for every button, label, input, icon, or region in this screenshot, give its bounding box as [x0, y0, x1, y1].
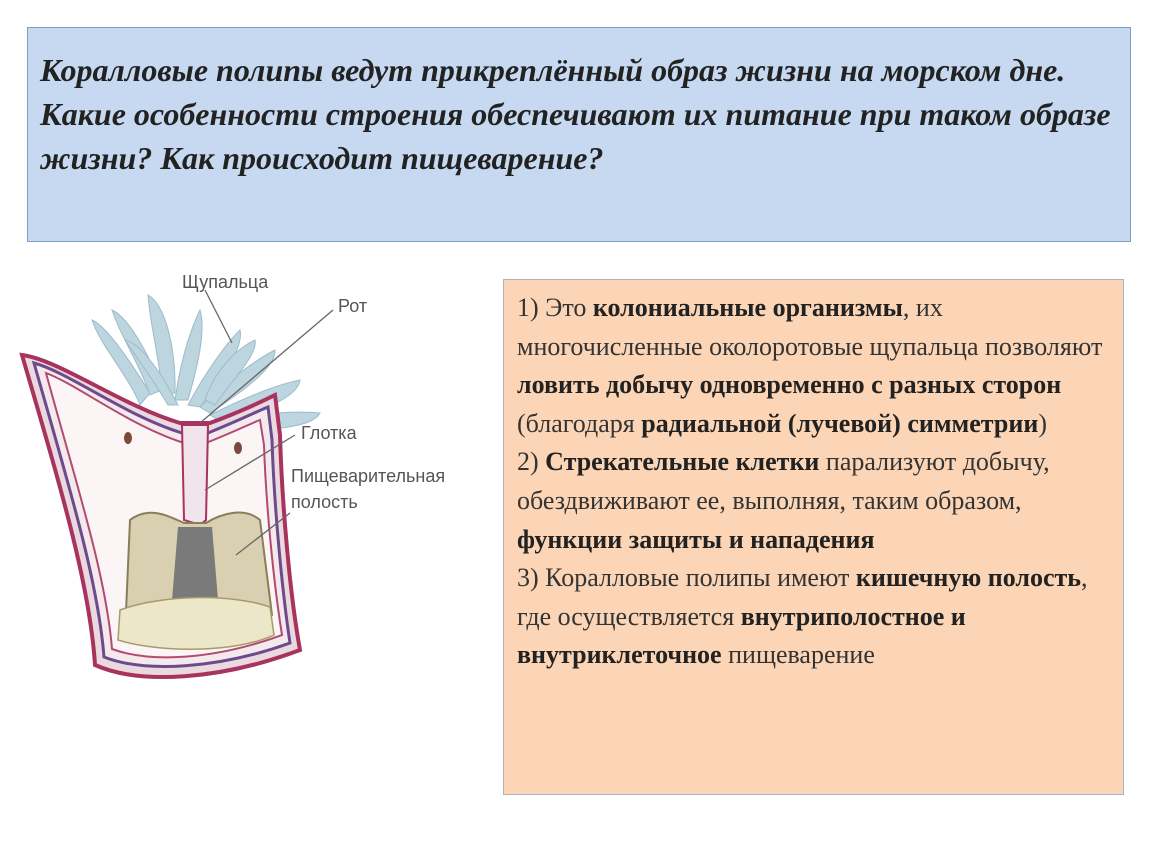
answer-2-bold-a: Стрекательные клетки [545, 447, 820, 477]
answer-1-number: 1) [517, 293, 546, 322]
answer-1-text-a: Это [545, 293, 593, 322]
question-box: Коралловые полипы ведут прикреплённый об… [27, 27, 1131, 242]
answer-1-bold-c: радиальной (лучевой) симметрии [641, 408, 1039, 438]
answer-box: 1) Это колониальные организмы, их многоч… [503, 279, 1124, 795]
label-mouth: Рот [338, 296, 367, 316]
cavity-leader [235, 512, 291, 556]
answer-3-number: 3) [517, 563, 546, 593]
pharynx-leader [204, 434, 296, 491]
answer-1-text-d: ) [1038, 408, 1047, 438]
answer-1-bold-b: ловить добычу одновременно с разных стор… [517, 370, 1062, 400]
answer-3-bold-b: внутриполостное и внутриклеточное [517, 601, 966, 670]
answer-3-text-b: , где осуществляется [517, 563, 1088, 631]
answer-1-text-b: , их многочисленные околоротовые щупальц… [517, 293, 1103, 361]
label-pharynx: Глотка [301, 423, 358, 443]
answer-3-text-c: пищеварение [721, 640, 875, 670]
label-cavity-line1: Пищеварительная [291, 466, 445, 486]
answer-2-bold-b: функции защиты и нападения [517, 524, 875, 554]
cavity-center-shape [172, 527, 218, 600]
mouth-leader [199, 309, 334, 424]
cavity-floor-shape [117, 596, 275, 650]
polyp-diagram: Щупальца Рот Глотка Пищеварительная поло… [0, 255, 500, 715]
pore-left [124, 432, 132, 444]
polyp-diagram-svg: Щупальца Рот Глотка Пищеварительная поло… [19, 272, 445, 679]
tentacles-leader [204, 289, 233, 344]
answer-2-number: 2) [517, 447, 546, 477]
pore-right [234, 442, 242, 454]
answer-3-text-a: Коралловые полипы имеют [545, 563, 856, 593]
answer-text: 1) Это колониальные организмы, их многоч… [517, 289, 1117, 675]
pharynx-shape [180, 424, 210, 527]
question-text: Коралловые полипы ведут прикреплённый об… [40, 52, 1111, 176]
answer-1-bold-a: колониальные организмы [592, 293, 903, 322]
label-cavity-line2: полость [291, 492, 358, 512]
answer-1-text-c: (благодаря [517, 408, 642, 438]
tentacles-shape [91, 294, 321, 432]
label-tentacles: Щупальца [182, 272, 269, 292]
answer-2-text-a: парализуют добычу, обездвиживают ее, вып… [517, 447, 1050, 515]
answer-3-bold-a: кишечную полость [855, 563, 1082, 593]
